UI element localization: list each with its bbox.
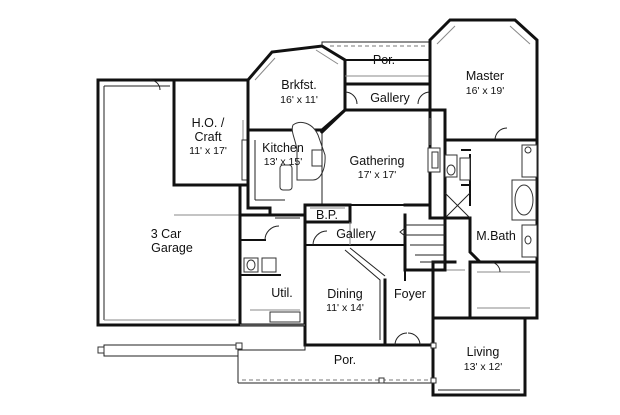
dining-label: Dining: [327, 287, 362, 301]
gathering-dims: 17' x 17': [358, 169, 396, 181]
master-bath-walls: [443, 138, 539, 264]
garage-label-line2: Garage: [151, 241, 193, 255]
garage-label-line1: 3 Car: [151, 227, 182, 241]
porch-front-label: Por.: [334, 353, 356, 367]
gathering-walls: [319, 107, 441, 207]
breakfast-dims: 16' x 11': [280, 94, 318, 106]
gathering-label: Gathering: [350, 154, 405, 168]
utility-walls: [238, 213, 307, 327]
kitchen-dims: 13' x 15': [264, 156, 302, 168]
master-bath-label: M.Bath: [476, 229, 516, 243]
gallery-top-label: Gallery: [370, 91, 410, 105]
home-office-label-line2: Craft: [194, 130, 222, 144]
gallery-mid-label: Gallery: [336, 227, 376, 241]
stair: [399, 203, 447, 272]
dining-dims: 11' x 14': [326, 302, 364, 314]
kitchen-walls: [246, 122, 326, 217]
master-dims: 16' x 19': [466, 85, 504, 97]
living-label: Living: [467, 345, 500, 359]
home-office-dims: 11' x 17': [189, 145, 227, 157]
gallery-mid-walls: [304, 222, 406, 246]
kitchen-label: Kitchen: [262, 141, 304, 155]
dining-walls: [240, 243, 387, 347]
butler-pantry-label: B.P.: [316, 208, 338, 222]
foyer-walls: [383, 269, 435, 347]
utility-label: Util.: [271, 286, 293, 300]
master-label: Master: [466, 69, 504, 83]
bath-closet-walls: [431, 260, 539, 320]
porch-top-label: Por.: [373, 53, 395, 67]
front-porch-outline: [97, 342, 437, 384]
living-dims: 13' x 12': [464, 361, 502, 373]
breakfast-label: Brkfst.: [281, 78, 316, 92]
home-office-label-line1: H.O. /: [192, 116, 225, 130]
foyer-label: Foyer: [394, 287, 426, 301]
